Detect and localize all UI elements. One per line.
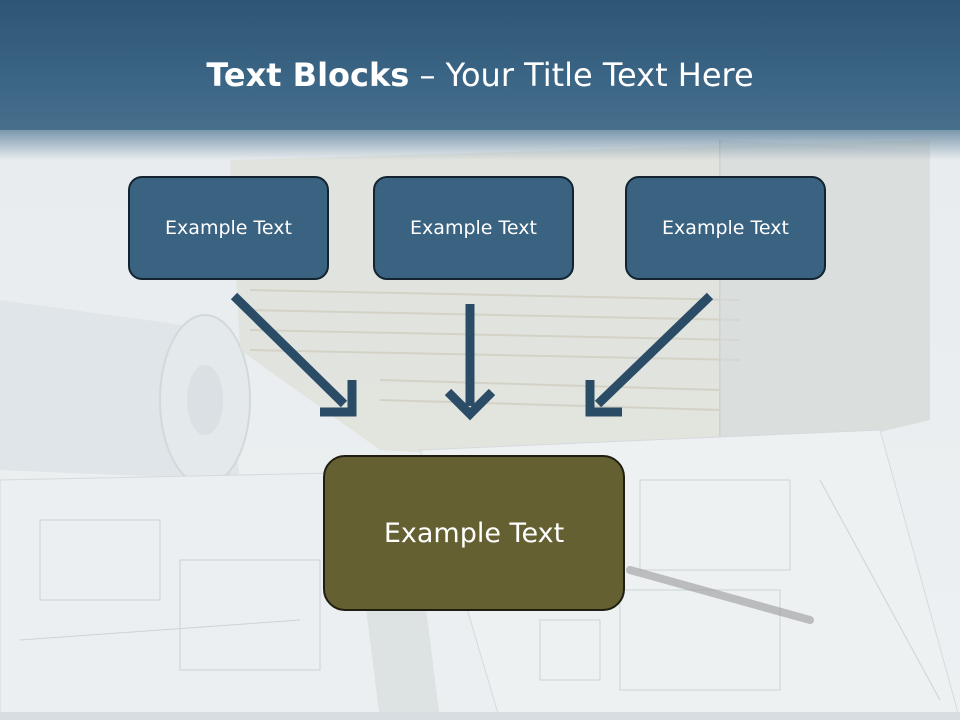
text-block-3: Example Text: [625, 176, 826, 280]
text-block-1: Example Text: [128, 176, 329, 280]
text-block-2: Example Text: [373, 176, 574, 280]
arrow-center: [444, 304, 496, 421]
text-block-result: Example Text: [323, 455, 625, 611]
slide-title: Text Blocks – Your Title Text Here: [0, 52, 960, 98]
arrow-right: [585, 292, 714, 417]
slide-title-text: Your Title Text Here: [445, 56, 754, 94]
slide-title-dash: –: [409, 56, 446, 94]
title-band: [0, 0, 960, 130]
title-fade: [0, 120, 960, 160]
arrow-left: [230, 292, 357, 417]
slide-title-bold: Text Blocks: [206, 56, 410, 94]
